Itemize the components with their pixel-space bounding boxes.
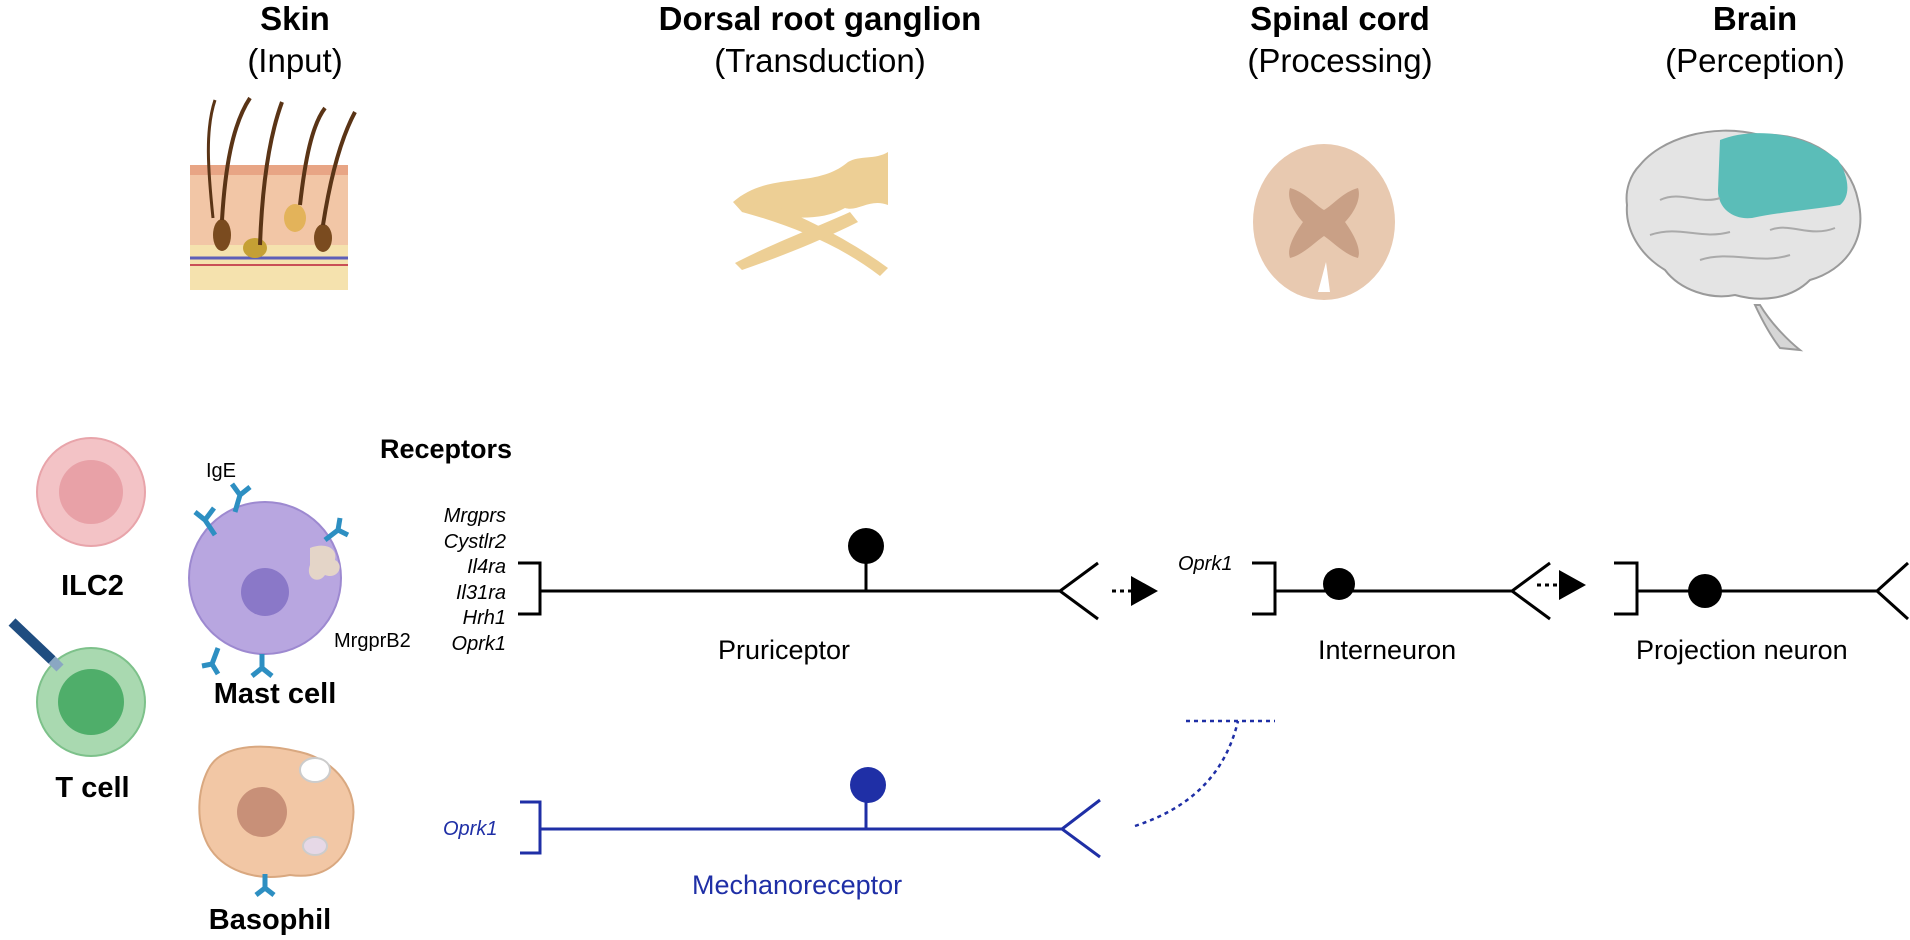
ilc2-cell: [36, 437, 146, 547]
pruriceptor-label: Pruriceptor: [718, 635, 851, 665]
mechanoreceptor-receptor-label: Oprk1: [443, 818, 498, 840]
receptors-title: Receptors: [380, 434, 513, 464]
receptor-item: Mrgprs: [443, 505, 506, 527]
header-spinal-cord: Spinal cord (Processing): [1210, 0, 1470, 82]
t-cell-label: T cell: [55, 772, 130, 804]
mast-cell: [188, 482, 350, 678]
projection-neuron: [1614, 561, 1910, 621]
inhibitory-connection: [1134, 719, 1275, 828]
interneuron: [1252, 561, 1551, 621]
header-title: Skin: [260, 0, 330, 37]
ige-label: IgE: [206, 460, 237, 482]
t-cell: [8, 618, 146, 757]
mechanoreceptor-neuron: [520, 767, 1101, 859]
header-title: Dorsal root ganglion: [658, 0, 982, 37]
header-skin: Skin (Input): [195, 0, 395, 82]
header-subtitle: (Input): [247, 42, 343, 80]
pruriceptor-neuron: [518, 528, 1099, 621]
receptor-list: Mrgprs Cystlr2 Il4ra Il31ra Hrh1 Oprk1: [382, 504, 506, 657]
projection-neuron-label: Projection neuron: [1636, 635, 1848, 665]
mechanoreceptor-label: Mechanoreceptor: [692, 870, 903, 900]
header-title: Brain: [1712, 0, 1798, 37]
mast-cell-label: Mast cell: [213, 678, 337, 710]
drg-illustration: [733, 152, 888, 276]
header-subtitle: (Transduction): [714, 42, 926, 80]
mrgprb2-label: MrgprB2: [334, 630, 411, 652]
header-drg: Dorsal root ganglion (Transduction): [600, 0, 1040, 82]
header-title: Spinal cord: [1250, 0, 1430, 37]
skin-illustration: [190, 96, 357, 290]
header-brain: Brain (Perception): [1630, 0, 1880, 82]
receptor-item: Hrh1: [462, 607, 506, 629]
basophil: [198, 745, 355, 897]
receptor-item: Il4ra: [467, 556, 506, 578]
interneuron-receptor-label: Oprk1: [1178, 553, 1233, 575]
receptor-item: Cystlr2: [443, 530, 506, 553]
interneuron-label: Interneuron: [1318, 635, 1457, 665]
receptor-item: Oprk1: [451, 632, 506, 655]
basophil-label: Basophil: [208, 904, 332, 936]
header-subtitle: (Processing): [1247, 42, 1433, 80]
receptor-item: Il31ra: [455, 581, 506, 604]
header-subtitle: (Perception): [1665, 42, 1845, 80]
spinal-cord-illustration: [1253, 144, 1395, 300]
brain-illustration: [1625, 129, 1862, 352]
ilc2-label: ILC2: [61, 570, 124, 602]
